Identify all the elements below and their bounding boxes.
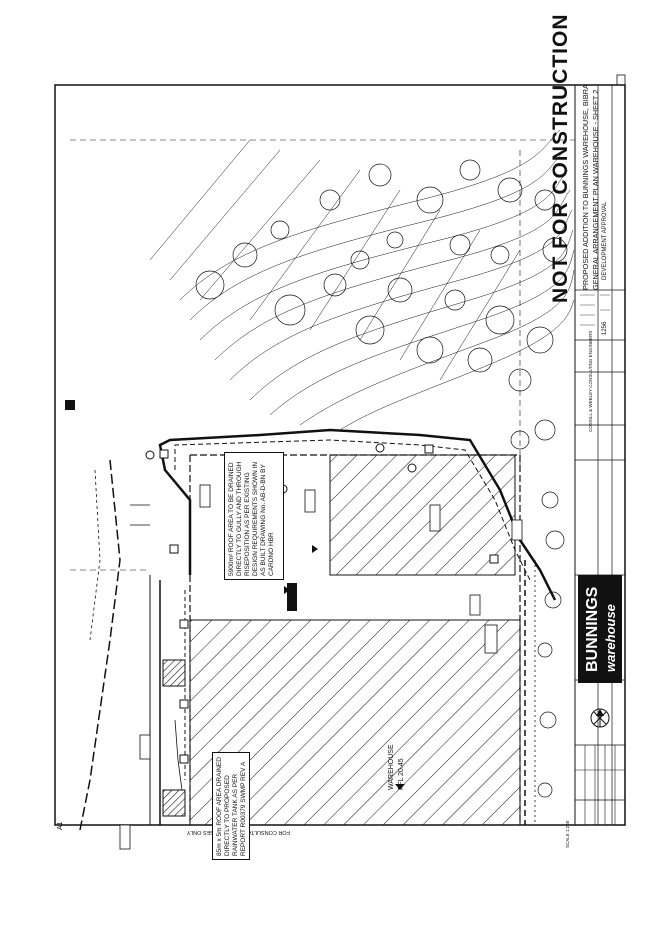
project-title: PROPOSED ADDITION TO BUNNINGS WAREHOUSE,…: [581, 84, 590, 290]
bunnings-logo: [578, 575, 622, 683]
warehouse-ffl: FFL 20.45: [398, 758, 405, 790]
flow-arrows: [284, 545, 405, 790]
drawing-number: 1256: [602, 321, 608, 335]
trees-edge: [537, 491, 565, 798]
roof-area-stormwater: [329, 454, 516, 576]
marker-icon: [65, 400, 75, 410]
note-roof-to-tank: 85m x 5m ROOF AREA DRAINED DIRECTLY TO P…: [212, 752, 250, 860]
legend-block: [287, 583, 297, 611]
sheet-size: A1: [57, 821, 64, 830]
brand-subname: warehouse: [603, 604, 618, 672]
warehouse-label: WAREHOUSE: [388, 744, 395, 790]
consultant-name: COSSILL & WEBLEY CONSULTING ENGINEERS: [588, 330, 593, 432]
drawing-status: DEVELOPMENT APPROVAL: [602, 201, 608, 280]
revision-table: [575, 745, 625, 825]
note-roof-to-stormwater-text: 5900m² ROOF AREA TO BE DRAINED DIRECTLY …: [228, 461, 275, 576]
brand-name: BUNNINGS: [584, 586, 601, 672]
note-roof-to-stormwater: 5900m² ROOF AREA TO BE DRAINED DIRECTLY …: [224, 452, 284, 580]
sheet-title: GENERAL ARRANGEMENT PLAN WAREHOUSE - SHE…: [591, 89, 600, 290]
north-arrow-icon: [590, 708, 610, 728]
callout-boxes: [119, 484, 523, 850]
trees: [195, 159, 568, 450]
contours: [149, 129, 575, 431]
reference-lines: [70, 139, 575, 571]
not-for-construction-stamp: NOT FOR CONSTRUCTION: [549, 13, 572, 303]
scale-label: SCALE 1:250: [565, 820, 570, 848]
note-roof-to-tank-text: 85m x 5m ROOF AREA DRAINED DIRECTLY TO P…: [216, 757, 247, 856]
